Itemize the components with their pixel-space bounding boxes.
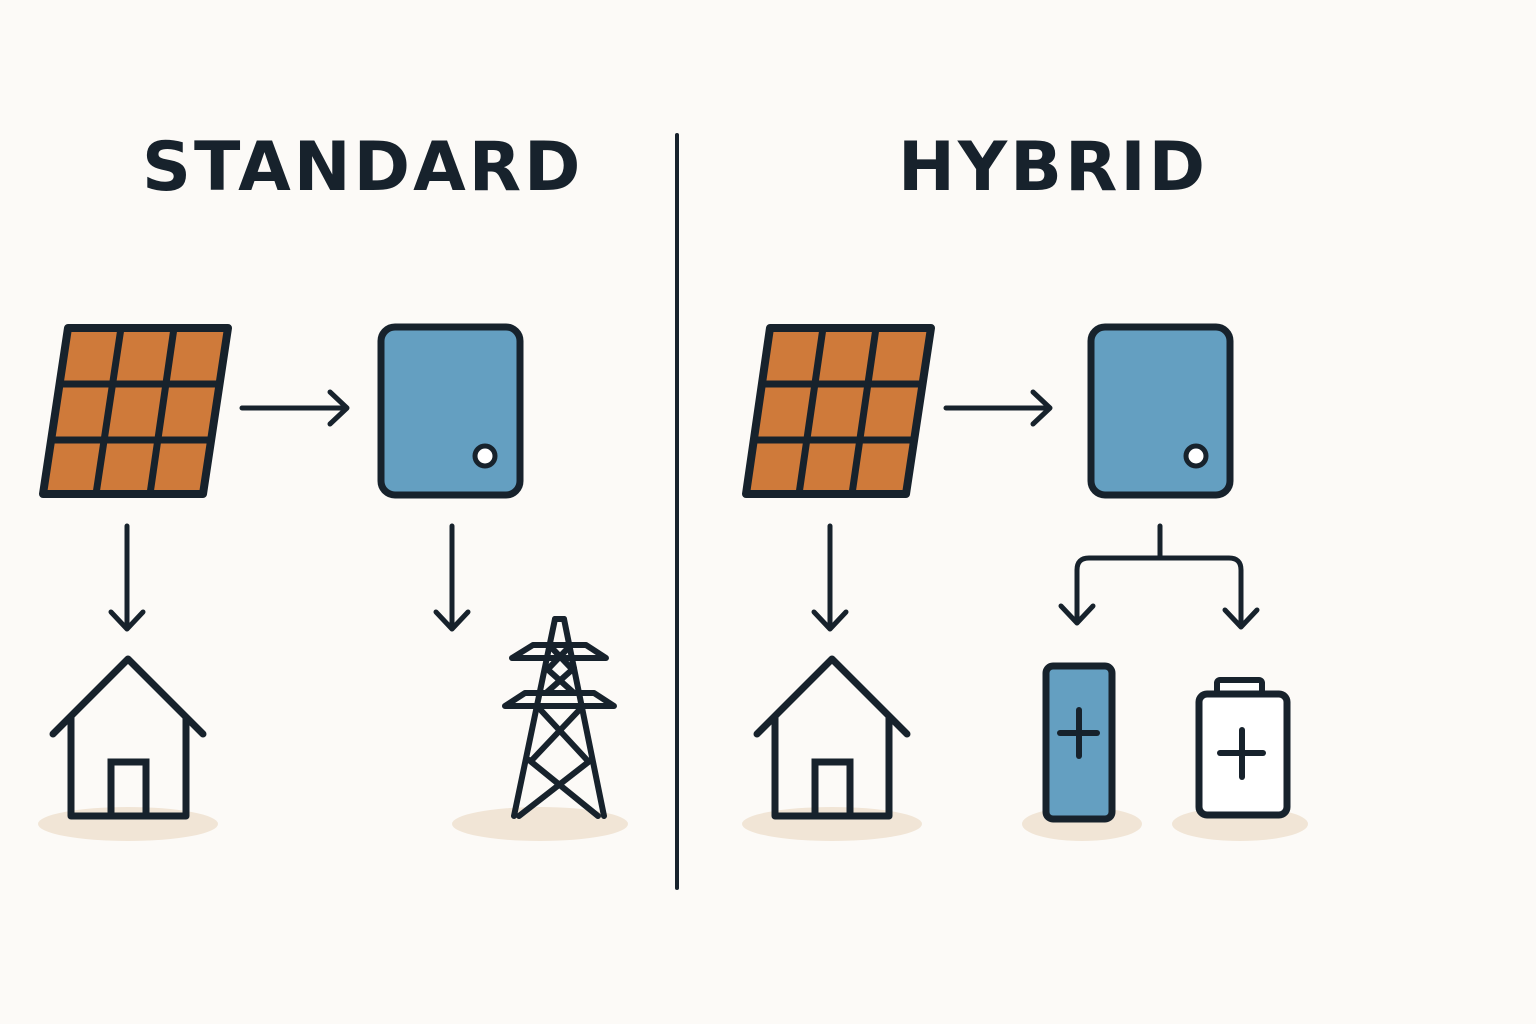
flow-arrow [943,389,1053,427]
hybrid-title: HYBRID [898,128,1209,207]
inverter-icon [377,323,524,499]
solar-panel-icon [39,324,232,498]
standard-title: STANDARD [142,128,584,207]
hybrid-panel [742,323,1308,841]
flow-arrow [239,389,350,427]
inverter-icon [1087,323,1234,499]
split-flow-arrow [1058,523,1260,630]
house-icon [742,655,922,841]
solar-panel-icon [742,324,935,498]
battery-icon [1172,677,1308,841]
standard-panel [38,323,628,841]
house-icon [38,655,218,841]
battery-icon [1022,662,1142,841]
flow-arrow [811,523,849,632]
transmission-tower-icon [452,616,628,841]
flow-arrow [433,523,471,632]
flow-arrow [108,523,146,632]
